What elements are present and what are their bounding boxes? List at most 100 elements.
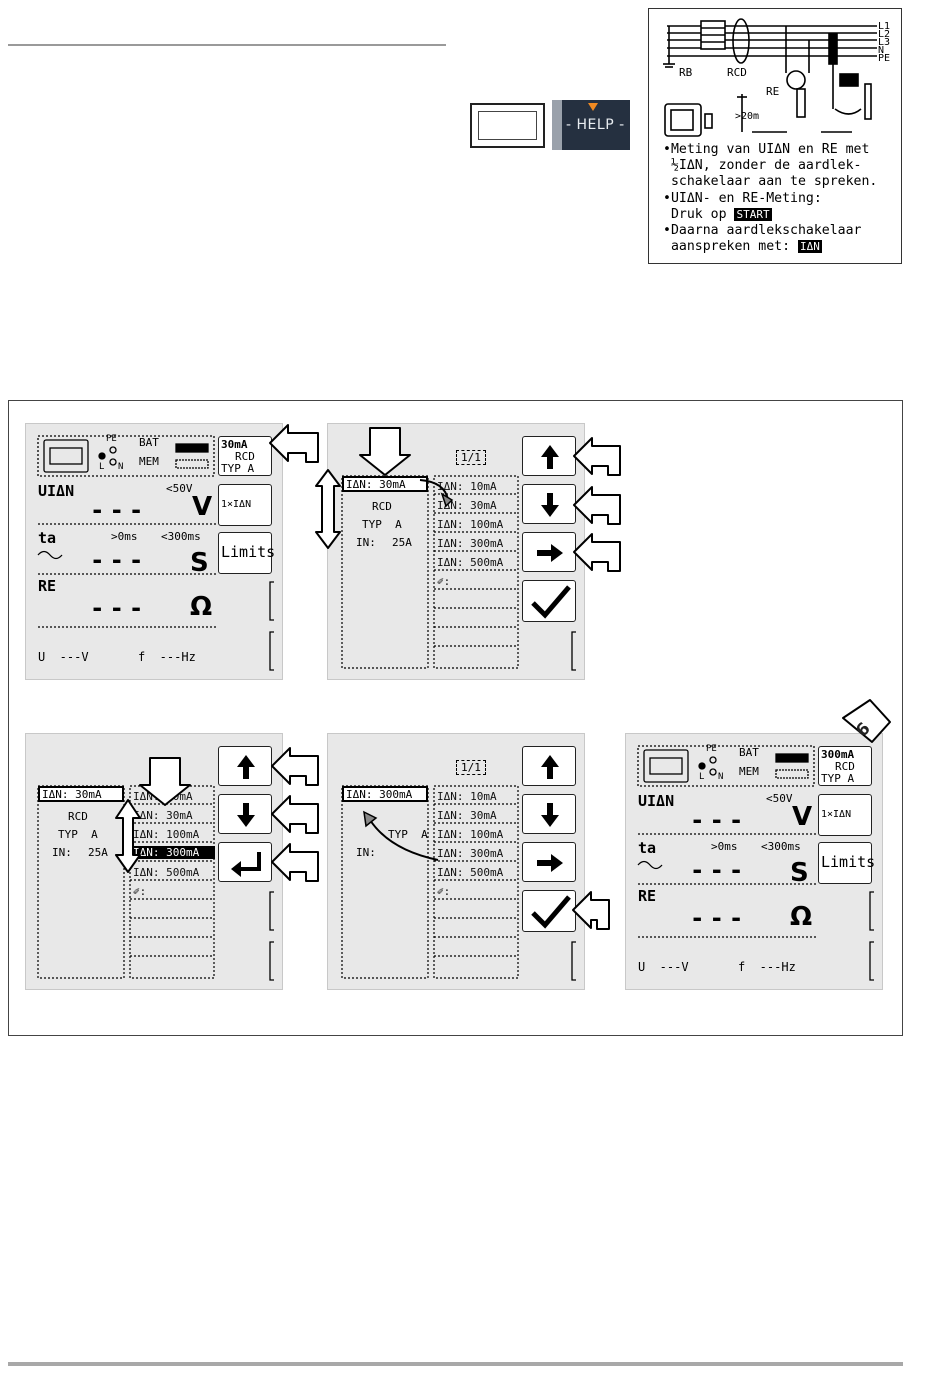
- pointer-down-icon: [139, 757, 191, 806]
- single-trip-button[interactable]: 1×IΔN: [218, 484, 272, 526]
- option-10ma[interactable]: IΔN: 10mA: [437, 480, 497, 493]
- label-l2: L2: [878, 29, 890, 40]
- option-memo[interactable]: ✐:: [133, 885, 147, 898]
- help-button-label: - HELP -: [566, 117, 625, 133]
- help-panel-lines-4: Druk op: [663, 206, 735, 222]
- option-500ma[interactable]: IΔN: 500mA: [133, 866, 200, 879]
- help-button-label: HELP: [576, 117, 615, 133]
- help-panel-lines-1: ½IΔN, zonder de aardlek-: [663, 158, 862, 174]
- scroll-down-button[interactable]: [522, 794, 576, 834]
- rcd-parameter-button[interactable]: 300mA RCD TYP A: [818, 746, 872, 786]
- screen-select-300ma: 1/1 IΔN: 300mA TYP A IN: IΔN: 10mA IΔN: …: [327, 733, 585, 990]
- screens-select-in-label: IN:: [52, 846, 72, 859]
- label-re: RE: [766, 85, 779, 98]
- label-distance: >20m: [735, 111, 759, 122]
- option-300ma[interactable]: IΔN: 300mA: [437, 537, 504, 550]
- option-100ma[interactable]: IΔN: 100mA: [437, 828, 504, 841]
- pointer-hand-icon: [573, 533, 621, 572]
- screen-main-30ma: BAT MEM PE L N UIΔN <50V --- V ta >0ms <…: [25, 423, 283, 680]
- step-badge-frame: [842, 699, 891, 743]
- rcd-parameter-button[interactable]: 30mA RCD TYP A: [218, 436, 272, 476]
- single-trip-button[interactable]: 1×IΔN: [818, 794, 872, 836]
- limits-button[interactable]: Limits: [218, 532, 276, 574]
- next-button[interactable]: [522, 842, 576, 882]
- option-30ma[interactable]: IΔN: 30mA: [133, 809, 193, 822]
- screens-main-ta-max: <300ms: [161, 530, 201, 543]
- screens-main-f-footer: f ---Hz: [138, 650, 196, 664]
- screens-select-in-value: 25A: [392, 536, 412, 549]
- screens-main-rcd1-type: RCD: [235, 450, 255, 463]
- screens-select-rcd: RCD: [372, 500, 392, 513]
- screens-main-ui-label: UIΔN: [38, 482, 75, 500]
- screens-main-rcd2-type: RCD: [835, 760, 855, 773]
- option-memo[interactable]: ✐:: [437, 885, 451, 898]
- enter-button[interactable]: [218, 842, 272, 882]
- screens-main-ta-label: ta: [638, 839, 657, 857]
- help-panel: L1 L2 L3 N PE RB RCD RE >20m •Meting van…: [648, 8, 902, 264]
- header-rule: [8, 44, 446, 46]
- page-indicator: 1/1: [456, 450, 486, 465]
- screens-main-ta-min: >0ms: [111, 530, 138, 543]
- screens-main-re-value: ---: [690, 904, 749, 932]
- screens-main-re-value: ---: [90, 594, 149, 622]
- option-30ma[interactable]: IΔN: 30mA: [437, 499, 497, 512]
- pointer-down-icon: [359, 427, 411, 476]
- wiring-diagram: L1 L2 L3 N PE RB RCD RE >20m: [663, 18, 890, 137]
- screens-main-pe: PE: [106, 434, 117, 444]
- limits-button[interactable]: Limits: [818, 842, 875, 884]
- screens-main-f-footer: f ---Hz: [738, 960, 796, 974]
- option-10ma[interactable]: IΔN: 10mA: [437, 790, 497, 803]
- softkey-blank[interactable]: [470, 103, 545, 148]
- help-panel-lines-0: •Meting van UIΔN en RE met: [663, 142, 870, 157]
- option-500ma[interactable]: IΔN: 500mA: [437, 556, 504, 569]
- scroll-up-button[interactable]: [522, 436, 576, 476]
- current-selection: IΔN: 300mA: [342, 786, 428, 802]
- help-button[interactable]: - HELP -: [552, 100, 630, 150]
- screens-main-rcd2-current: 300mA: [821, 748, 855, 761]
- page-indicator: 1/1: [456, 760, 486, 775]
- option-100ma[interactable]: IΔN: 100mA: [133, 828, 200, 841]
- screens-main-mem: MEM: [139, 455, 159, 468]
- help-button-stripe: [552, 100, 562, 150]
- screens-main-pe: PE: [706, 744, 717, 754]
- screens-main-ui-limit: <50V: [766, 792, 793, 805]
- next-button[interactable]: [522, 532, 576, 572]
- pointer-hand-icon: [269, 424, 319, 463]
- label-l1: L1: [878, 21, 890, 32]
- pointer-hand-icon: [573, 437, 621, 476]
- confirm-button[interactable]: [522, 890, 576, 932]
- option-100ma[interactable]: IΔN: 100mA: [437, 518, 504, 531]
- label-rb: RB: [679, 66, 693, 79]
- screens-main-ui-value: ---: [690, 806, 749, 834]
- scroll-down-button[interactable]: [218, 794, 272, 834]
- current-selection: IΔN: 30mA: [38, 786, 124, 802]
- updown-arrow-icon: [115, 799, 141, 873]
- label-l3: L3: [878, 37, 890, 48]
- scroll-up-button[interactable]: [522, 746, 576, 786]
- screens-main-btn-limits: Limits: [221, 543, 276, 561]
- screens-main-ui-unit: V: [192, 492, 213, 522]
- scroll-down-button[interactable]: [522, 484, 576, 524]
- screens-main-mem: MEM: [739, 765, 759, 778]
- pointer-hand-icon: [271, 795, 319, 834]
- screen-main-300ma: BAT MEM PE L N UIΔN <50V --- V ta >0ms <…: [625, 733, 883, 990]
- screens-main-btn-single: 1×IΔN: [821, 809, 852, 820]
- label-pe: PE: [878, 53, 890, 64]
- screens-main-ta-unit: S: [790, 858, 809, 888]
- option-30ma[interactable]: IΔN: 30mA: [437, 809, 497, 822]
- screens-main-rcd2-typ: TYP A: [821, 772, 855, 785]
- help-panel-lines-2: schakelaar aan te spreken.: [663, 174, 878, 190]
- screens-main-re-label: RE: [38, 577, 57, 595]
- screens-main-ui-unit: V: [792, 802, 813, 832]
- option-300ma[interactable]: IΔN: 300mA: [437, 847, 504, 860]
- option-300ma-highlighted[interactable]: IΔN: 300mA: [131, 846, 215, 859]
- start-key: START: [734, 207, 772, 221]
- option-500ma[interactable]: IΔN: 500mA: [437, 866, 504, 879]
- help-panel-lines-5: •Daarna aardlekschakelaar: [663, 223, 862, 239]
- screens-main-ui-value: ---: [90, 496, 149, 524]
- curved-arrow-icon: [369, 819, 439, 861]
- option-memo[interactable]: ✐:: [437, 575, 451, 588]
- screens-select-in-label: IN:: [356, 846, 376, 859]
- confirm-button[interactable]: [522, 580, 576, 622]
